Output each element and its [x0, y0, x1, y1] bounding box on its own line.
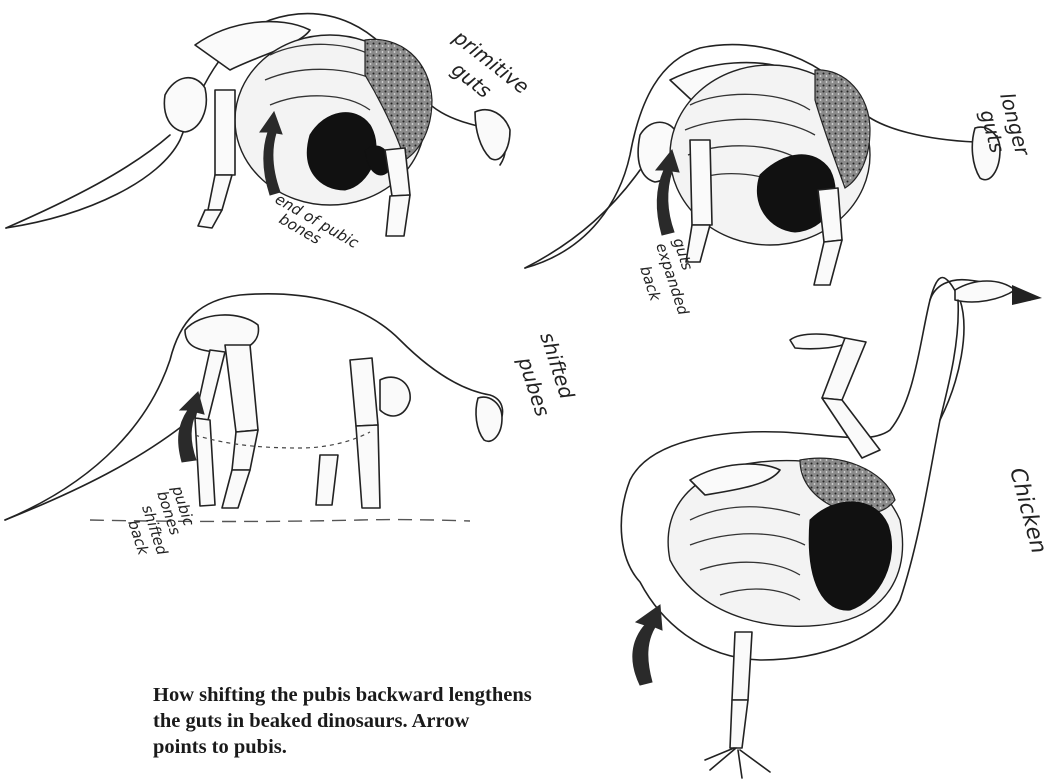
shifted-pubes-dinosaur [5, 294, 503, 522]
longer-guts-dinosaur [525, 45, 1000, 285]
primitive-guts-dinosaur [6, 14, 510, 236]
label-guts-expanded-back: guts expanded back [636, 236, 696, 318]
svg-text:Chicken: Chicken [1004, 465, 1051, 556]
label-primitive-guts: primitive guts [447, 24, 534, 102]
label-pubic-bones-shifted-back: pubic bones shifted back [124, 483, 198, 559]
label-shifted-pubes: shifted pubes [513, 329, 579, 419]
label-chicken: Chicken [1004, 465, 1051, 556]
caption: How shifting the pubis backward lengthen… [153, 682, 793, 760]
